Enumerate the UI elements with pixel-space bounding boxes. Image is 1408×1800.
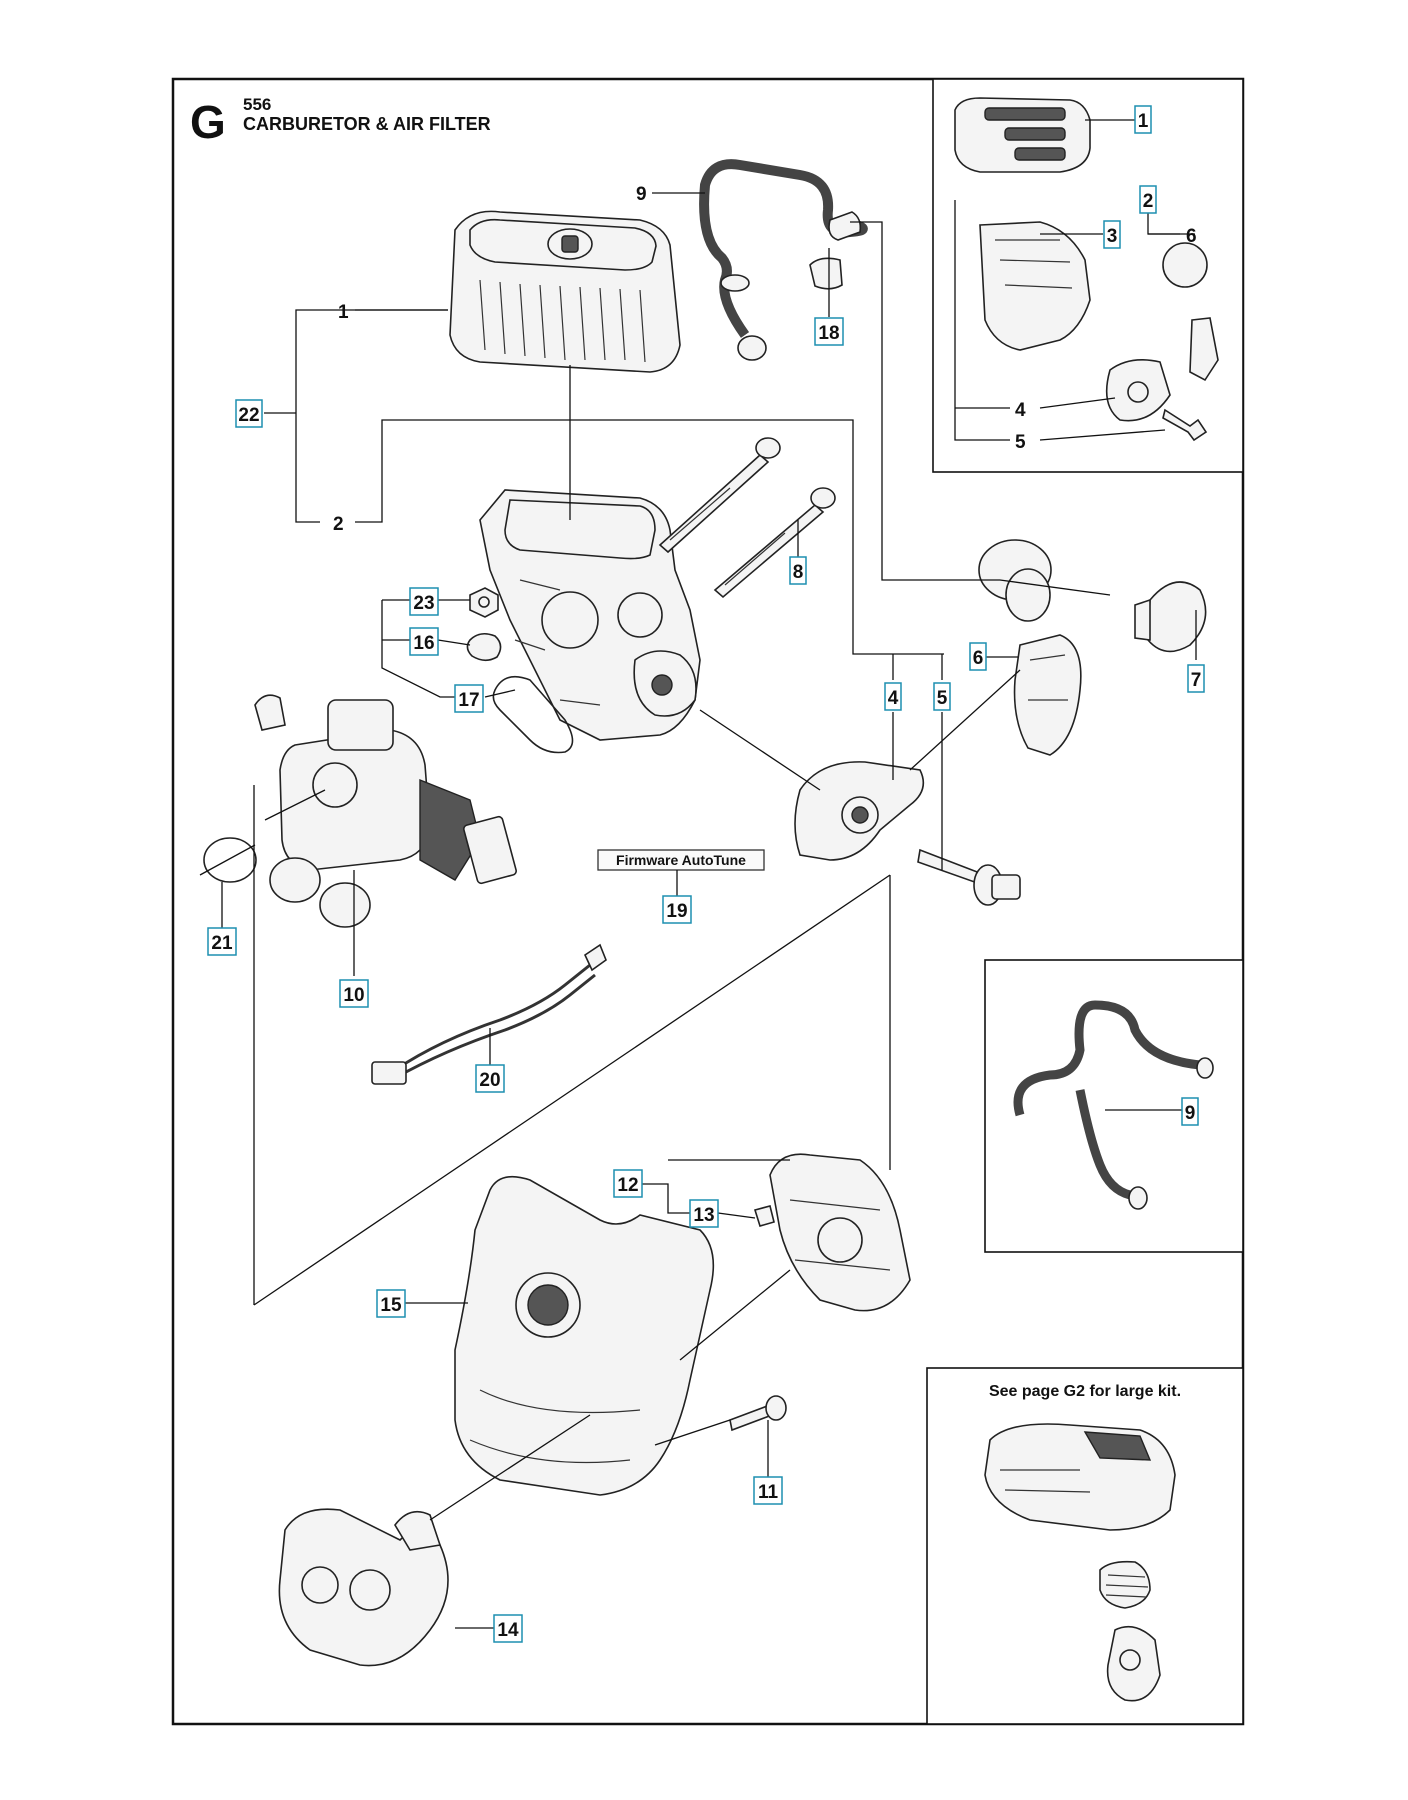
svg-text:4: 4 (888, 688, 899, 709)
long-bolts-drawing (658, 437, 836, 599)
svg-text:23: 23 (413, 593, 434, 614)
bracket-drawing (1013, 634, 1082, 756)
diagram-frame (171, 77, 1245, 1726)
firmware-label-box (597, 849, 765, 871)
inset-callout-5: 5 (1015, 432, 1026, 453)
fuel-hose-drawing (699, 159, 868, 361)
inset-cover-vent (984, 107, 1066, 121)
air-filter-drawing (449, 210, 681, 373)
callout-14: 14 (493, 1614, 523, 1643)
cylinder-cover-drawing (454, 1175, 715, 1496)
model-number: 556 (243, 95, 271, 114)
callout-8: 8 (789, 556, 807, 585)
callout-11: 11 (753, 1476, 783, 1505)
callout-6: 6 (969, 642, 987, 671)
inset-callout-2: 2 (1139, 185, 1157, 214)
svg-text:2: 2 (1143, 191, 1154, 212)
svg-text:13: 13 (693, 1205, 714, 1226)
svg-text:22: 22 (238, 405, 259, 426)
firmware-label: Firmware AutoTune (616, 852, 746, 868)
wire-harness-drawing (371, 943, 607, 1085)
fuel-hose-inset-drawing (1013, 1000, 1214, 1210)
hose-connector-drawing (828, 211, 862, 241)
inset-bottom-right (926, 1367, 1244, 1725)
callout-2: 2 (333, 514, 344, 535)
inset-top-leaders (954, 119, 1195, 441)
callout-19: 19 (662, 895, 692, 924)
callout-21: 21 (207, 927, 237, 956)
intake-manifold-drawing (278, 1508, 449, 1667)
nut-drawing (469, 587, 499, 618)
svg-text:1: 1 (1138, 111, 1149, 132)
page-title: CARBURETOR & AIR FILTER (243, 114, 491, 134)
svg-text:19: 19 (666, 901, 687, 922)
svg-text:11: 11 (758, 1482, 779, 1503)
svg-text:15: 15 (380, 1295, 402, 1316)
carburetor-housing-drawing (479, 489, 701, 741)
main-leader-lines (199, 192, 1197, 1629)
inset-callout-1: 1 (1134, 105, 1152, 134)
callout-10: 10 (339, 979, 369, 1008)
callout-5: 5 (933, 682, 951, 711)
svg-text:21: 21 (211, 933, 233, 954)
svg-text:17: 17 (458, 690, 479, 711)
svg-text:9: 9 (1185, 1103, 1196, 1124)
svg-text:12: 12 (617, 1175, 638, 1196)
svg-text:10: 10 (343, 985, 364, 1006)
svg-text:14: 14 (497, 1620, 519, 1641)
callout-4: 4 (884, 682, 902, 711)
callout-1: 1 (338, 302, 349, 323)
section-letter: G (190, 96, 226, 148)
gasket-drawing (466, 632, 502, 662)
adjuster-plate-drawing (794, 761, 925, 861)
inset-bracket-drawing (1189, 317, 1219, 382)
callout-13: 13 (689, 1199, 719, 1228)
inset-diaphragm-drawing (1162, 242, 1208, 288)
cover-screw-drawing (729, 1395, 787, 1432)
inset-cover-vent (1014, 147, 1066, 161)
callout-9: 9 (636, 184, 647, 205)
callout-7: 7 (1187, 664, 1205, 693)
primer-bulb-drawing (1134, 581, 1207, 653)
large-kit-drawing (984, 1423, 1176, 1702)
o-ring-drawing (492, 675, 574, 754)
callout-23: 23 (409, 587, 439, 616)
svg-text:5: 5 (937, 688, 948, 709)
inset-callout-9: 9 (1181, 1097, 1199, 1126)
svg-text:18: 18 (818, 323, 839, 344)
svg-text:6: 6 (973, 648, 984, 669)
callout-20: 20 (475, 1064, 505, 1093)
callout-18: 18 (814, 317, 844, 346)
inset-callout-3: 3 (1103, 220, 1121, 249)
svg-text:16: 16 (413, 633, 434, 654)
svg-text:3: 3 (1107, 226, 1118, 247)
seal-ring-drawing (203, 837, 257, 883)
inset-bolt-drawing (1162, 408, 1208, 442)
inset-callout-6: 6 (1186, 226, 1197, 247)
guard-bracket-drawing (753, 1153, 911, 1312)
callout-15: 15 (376, 1289, 406, 1318)
svg-text:20: 20 (479, 1070, 500, 1091)
callout-12: 12 (613, 1169, 643, 1198)
shoulder-bolt-drawing (917, 848, 1021, 906)
inset-callout-4: 4 (1015, 400, 1026, 421)
callout-22: 22 (235, 399, 263, 428)
large-kit-note: See page G2 for large kit. (989, 1383, 1181, 1400)
svg-text:7: 7 (1191, 670, 1202, 691)
callout-17: 17 (454, 684, 484, 713)
carburetor-drawing (254, 694, 517, 928)
inset-cover-vent (1004, 127, 1066, 141)
svg-text:8: 8 (793, 562, 804, 583)
inset-top-illustration (954, 97, 1219, 442)
callout-16: 16 (409, 627, 439, 656)
